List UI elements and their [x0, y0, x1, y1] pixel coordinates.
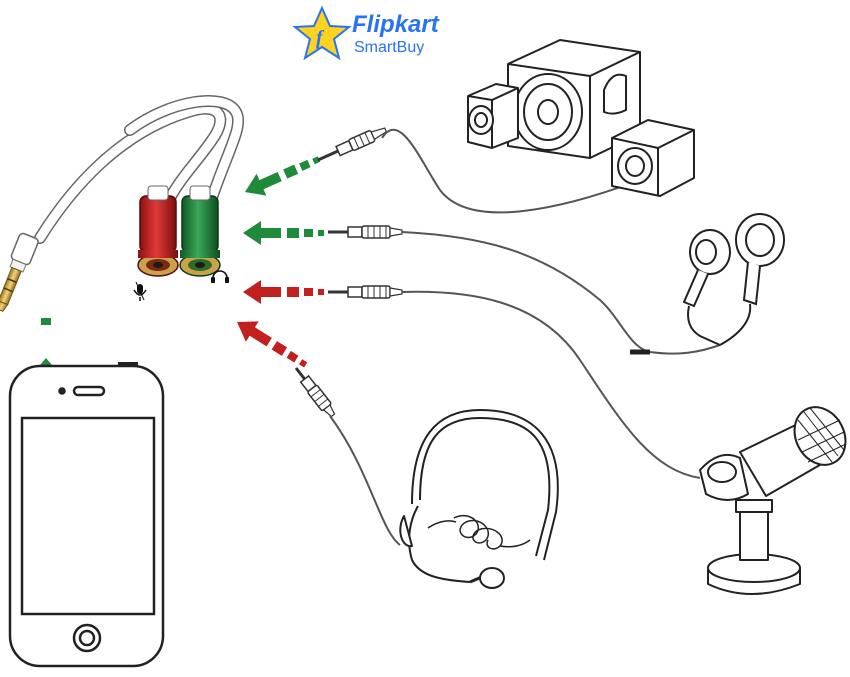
smartphone-device [8, 362, 165, 668]
headphone-socket [179, 185, 221, 277]
earphone-plug [328, 225, 403, 239]
headphones-icon [211, 270, 229, 283]
arrow-microphone [243, 280, 324, 304]
brand-subtitle: SmartBuy [354, 39, 424, 56]
mic-socket [137, 185, 179, 277]
headset-plug [294, 367, 336, 418]
adapter-main-plug [0, 232, 39, 312]
brand-name: Flipkart [352, 11, 440, 38]
microphone-icon [133, 281, 147, 301]
earphones-device [630, 213, 785, 355]
speaker-cable [381, 129, 641, 214]
speakers-device [467, 39, 695, 197]
flipkart-logo: f Flipkart SmartBuy [292, 5, 440, 61]
speaker-plug [317, 127, 388, 162]
arrow-earphones [243, 221, 324, 245]
arrow-headset [237, 321, 308, 368]
earphone-cable [401, 231, 721, 355]
microphone-plug [328, 285, 403, 299]
headset-cable [329, 415, 401, 546]
flipkart-star-f-icon: f [292, 5, 352, 61]
svg-text:f: f [316, 27, 325, 49]
arrow-speakers [245, 156, 321, 196]
splitter-adapter-cable [0, 95, 245, 312]
headset-microphone-device [399, 409, 559, 589]
desk-microphone-device [699, 406, 847, 595]
microphone-cable [401, 290, 701, 479]
